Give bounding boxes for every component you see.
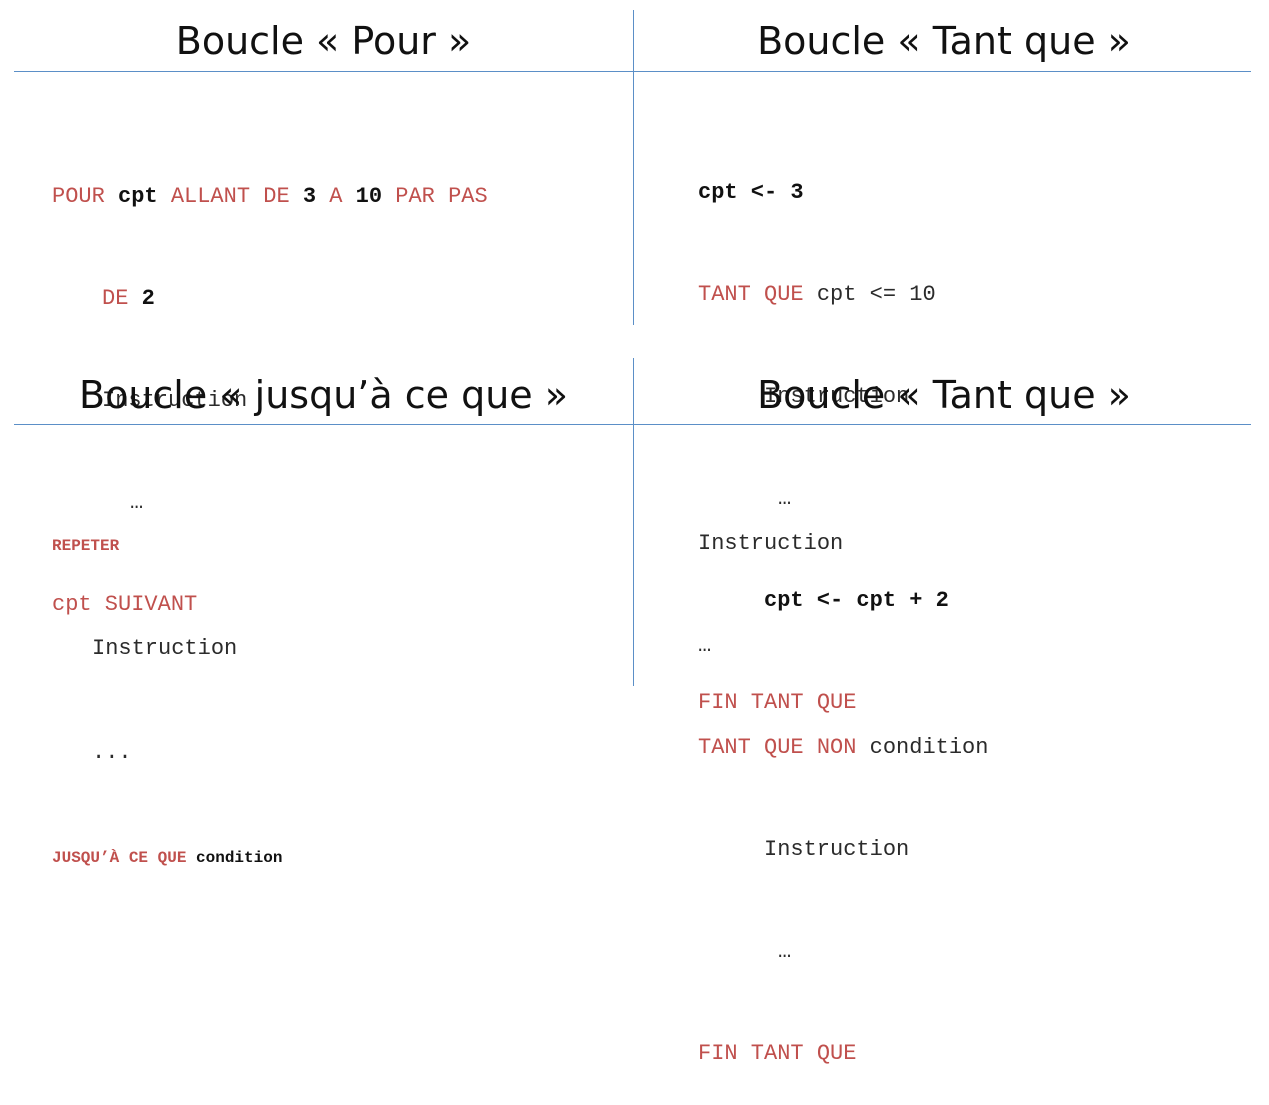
code-line: … — [698, 935, 988, 969]
code-line: … — [698, 629, 988, 663]
instruction: Instruction — [102, 388, 248, 413]
ellipsis: … — [778, 939, 792, 964]
number: 10 — [355, 184, 383, 209]
code-line: TANT QUE cpt <= 10 — [698, 278, 949, 312]
title-boucle-jusqua-ce-que: Boucle « jusqu’à ce que » — [79, 373, 568, 417]
horizontal-rule-bottom — [14, 424, 1251, 425]
variable: cpt — [118, 184, 158, 209]
condition: cpt <= 10 — [803, 282, 936, 307]
keyword: TANT QUE NON — [698, 735, 857, 760]
keyword: FIN TANT QUE — [698, 1041, 857, 1066]
instruction: Instruction — [764, 384, 910, 409]
number: 2 — [141, 286, 155, 311]
code-line: … — [52, 486, 488, 520]
code-boucle-jusqua-ce-que: REPETER Instruction ... JUSQU’À CE QUE c… — [52, 460, 282, 910]
code-line: cpt SUIVANT — [52, 588, 488, 622]
ellipsis: … — [130, 490, 144, 515]
keyword: PAR PAS — [382, 184, 488, 209]
vertical-divider-bottom — [633, 358, 634, 686]
keyword: ALLANT DE — [157, 184, 303, 209]
code-line: ... — [52, 736, 282, 772]
keyword: A — [316, 184, 356, 209]
keyword: DE — [102, 286, 142, 311]
code-boucle-tant-que-2: Instruction … TANT QUE NON condition Ins… — [698, 459, 988, 1105]
vertical-divider-top — [633, 10, 634, 325]
code-line: Instruction — [698, 833, 988, 867]
title-boucle-tant-que: Boucle « Tant que » — [757, 19, 1131, 63]
ellipsis: … — [778, 486, 792, 511]
code-line: DE 2 — [52, 282, 488, 316]
code-line: Instruction — [698, 380, 949, 414]
code-line: REPETER — [52, 528, 282, 564]
code-line: TANT QUE NON condition — [698, 731, 988, 765]
code-line: cpt <- 3 — [698, 176, 949, 210]
code-line: JUSQU’À CE QUE condition — [52, 840, 282, 876]
number: 3 — [302, 184, 317, 209]
title-boucle-tant-que-2: Boucle « Tant que » — [757, 373, 1131, 417]
code-line: FIN TANT QUE — [698, 1037, 988, 1071]
keyword: TANT QUE — [698, 282, 804, 307]
code-line: Instruction — [698, 527, 988, 561]
keyword: cpt SUIVANT — [52, 592, 198, 617]
condition: condition — [186, 849, 283, 867]
condition: condition — [856, 735, 989, 760]
title-boucle-pour: Boucle « Pour » — [175, 19, 472, 63]
keyword: REPETER — [52, 537, 120, 555]
keyword: JUSQU’À CE QUE — [52, 849, 187, 867]
ellipsis: ... — [92, 740, 132, 765]
code-boucle-pour: POUR cpt ALLANT DE 3 A 10 PAR PAS DE 2 I… — [52, 112, 488, 656]
code-line: POUR cpt ALLANT DE 3 A 10 PAR PAS — [52, 180, 488, 214]
keyword: POUR — [52, 184, 119, 209]
code-line: Instruction — [52, 632, 282, 668]
horizontal-rule-top — [14, 71, 1251, 72]
code-line: … — [698, 482, 949, 516]
code-line: Instruction — [52, 384, 488, 418]
code-line: cpt <- cpt + 2 — [698, 584, 949, 618]
instruction: Instruction — [764, 837, 910, 862]
ellipsis: … — [698, 633, 712, 658]
instruction: Instruction — [698, 531, 844, 556]
assignment: cpt <- 3 — [698, 180, 804, 205]
instruction: Instruction — [92, 636, 238, 661]
increment: cpt <- cpt + 2 — [764, 588, 949, 613]
